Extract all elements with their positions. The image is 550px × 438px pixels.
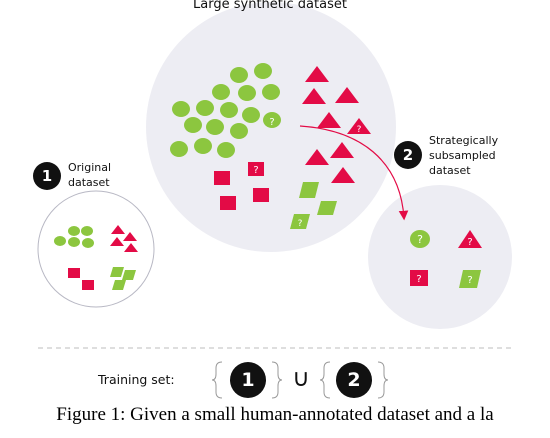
question-mark-label: ? — [269, 117, 274, 128]
training-badge-1: 1 — [230, 362, 266, 398]
question-mark-label: ? — [298, 219, 303, 229]
original-badge: 1 — [33, 162, 61, 190]
original-dataset-circle — [37, 190, 155, 308]
right-brace-close — [377, 361, 389, 399]
left-brace-open — [211, 361, 223, 399]
original-red-triangles — [110, 225, 138, 252]
question-mark-label: ? — [357, 125, 362, 135]
left-brace-close — [271, 361, 283, 399]
large-green-parallelograms — [290, 182, 337, 229]
question-mark-label: ? — [467, 275, 472, 286]
original-label: Original dataset — [68, 161, 112, 189]
subsampled-red-square — [410, 270, 428, 286]
subsampled-red-triangle — [458, 230, 482, 248]
original-green-parallelograms — [110, 267, 136, 290]
large-green-circles — [170, 63, 281, 158]
right-brace-open — [319, 361, 331, 399]
subsampled-green-circle — [410, 230, 430, 248]
original-red-squares — [68, 268, 94, 290]
question-mark-label: ? — [417, 233, 423, 246]
subsample-arrow — [299, 125, 409, 221]
question-mark-label: ? — [253, 165, 258, 176]
subsampled-green-parallelogram — [459, 270, 481, 288]
training-set-label: Training set: — [98, 372, 175, 387]
original-green-circles — [54, 226, 94, 248]
large-red-squares — [214, 162, 269, 210]
question-mark-label: ? — [416, 274, 421, 285]
union-symbol: ∪ — [292, 364, 310, 392]
training-badge-2: 2 — [336, 362, 372, 398]
subsampled-label: Strategically subsampled dataset — [429, 134, 499, 177]
figure-caption: Figure 1: Given a small human-annotated … — [56, 404, 494, 425]
large-dataset-title: Large synthetic dataset — [193, 0, 347, 12]
subsampled-dataset-circle — [368, 185, 512, 329]
question-mark-label: ? — [467, 237, 472, 248]
large-red-triangles — [302, 66, 371, 183]
subsampled-badge: 2 — [394, 141, 422, 169]
